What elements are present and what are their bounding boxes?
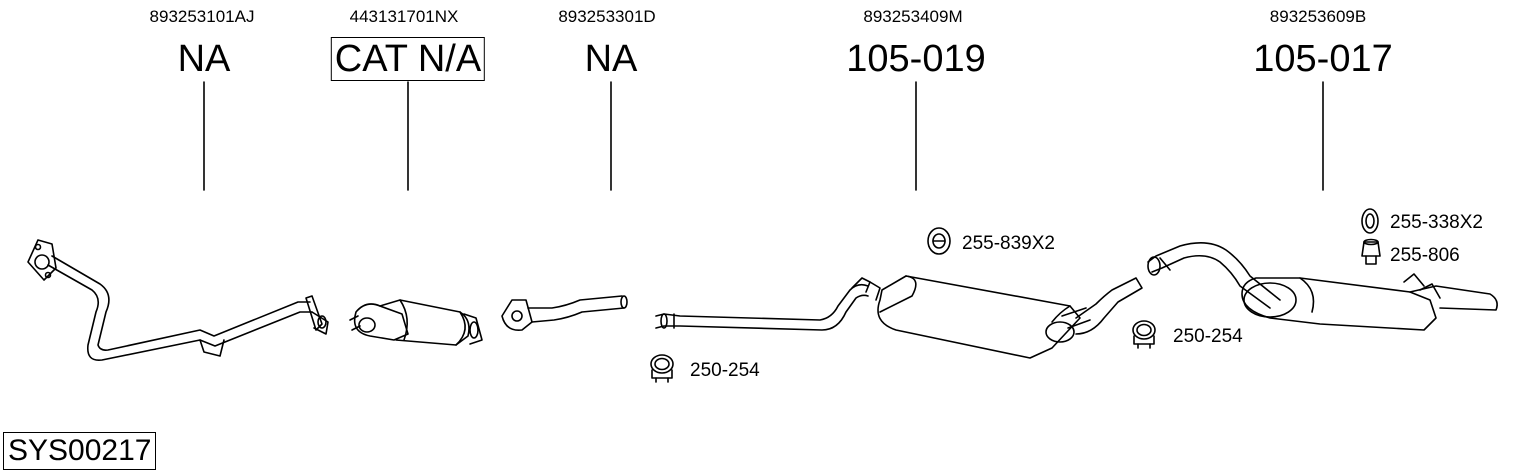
- oem-number-intermediate-pipe: 893253301D: [558, 7, 656, 26]
- rubber-mount-icon-rear: [1361, 238, 1381, 265]
- part-number-rear-silencer: 105-017: [1253, 38, 1393, 80]
- oem-number-middle-silencer: 893253409M: [863, 7, 963, 26]
- rear-silencer-drawing: [1147, 242, 1498, 331]
- part-number-middle-silencer: 105-019: [846, 38, 986, 80]
- accessory-label-clamp-rear: 250-254: [1173, 326, 1243, 347]
- part-number-front-pipe: NA: [177, 38, 231, 80]
- ring-icon-rear: [1361, 208, 1379, 234]
- mount-icon-middle: [927, 227, 951, 255]
- oem-number-front-pipe: 893253101AJ: [149, 7, 255, 26]
- system-code: SYS00217: [3, 432, 157, 470]
- middle-silencer-drawing: [655, 275, 1143, 359]
- accessory-label-mount-middle: 255-839X2: [962, 233, 1055, 254]
- accessory-label-ring-rear: 255-338X2: [1390, 212, 1483, 233]
- part-number-catalyst: CAT N/A: [330, 37, 486, 81]
- oem-number-catalyst: 443131701NX: [349, 7, 459, 26]
- front-pipe-drawing: [27, 239, 329, 362]
- intermediate-pipe-drawing: [501, 295, 628, 332]
- accessory-label-rubber-rear: 255-806: [1390, 245, 1460, 266]
- accessory-label-clamp-front: 250-254: [690, 360, 760, 381]
- oem-number-rear-silencer: 893253609B: [1269, 7, 1367, 26]
- clamp-icon-front: [650, 354, 674, 383]
- clamp-icon-rear: [1132, 320, 1156, 349]
- catalyst-drawing: [349, 299, 483, 346]
- part-number-intermediate-pipe: NA: [584, 38, 638, 80]
